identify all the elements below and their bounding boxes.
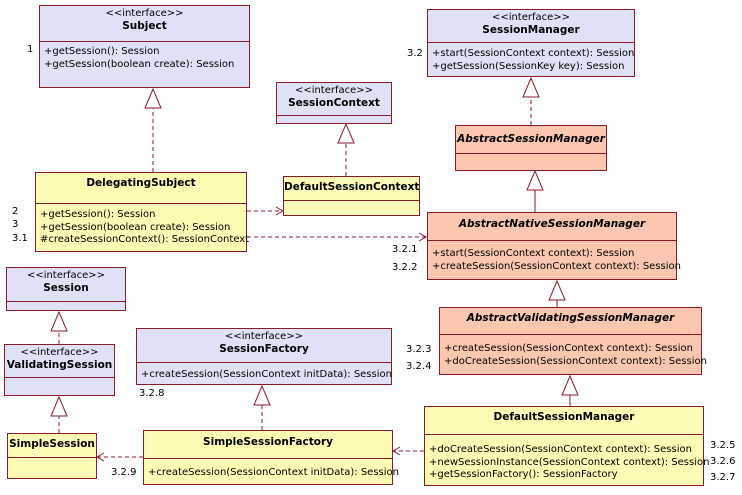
step-number: 2 bbox=[12, 206, 19, 217]
operation: +createSession(SessionContext context): … bbox=[444, 343, 693, 354]
step-number: 3.2.6 bbox=[710, 456, 736, 467]
operation: +getSession(): Session bbox=[40, 209, 156, 220]
arrowhead-abstractvalidatingsessionmanager bbox=[561, 374, 579, 396]
step-number: 3.2.5 bbox=[710, 440, 736, 451]
simplesessionfactory-header: SimpleSessionFactory bbox=[144, 431, 392, 459]
arrowhead-sessionmanager bbox=[522, 76, 540, 98]
class-name: SessionManager bbox=[482, 24, 580, 36]
dep-arrowhead-simplesessionfactory bbox=[391, 446, 401, 456]
operation: +getSession(boolean create): Session bbox=[40, 221, 231, 233]
step-number: 3.2.2 bbox=[392, 262, 418, 273]
class-name: Subject bbox=[122, 20, 167, 32]
operation: +getSessionFactory(): SessionFactory bbox=[429, 469, 618, 480]
validatingsession-header: <<interface>> ValidatingSession bbox=[5, 345, 114, 378]
sessionfactory-header: <<interface>> SessionFactory bbox=[137, 329, 391, 363]
operation: +doCreateSession(SessionContext context)… bbox=[444, 355, 707, 367]
class-name: AbstractValidatingSessionManager bbox=[466, 312, 675, 324]
class-name: DelegatingSubject bbox=[86, 177, 196, 189]
abstractnativesessionmanager-header: AbstractNativeSessionManager bbox=[428, 213, 676, 241]
arrowhead-subject bbox=[144, 87, 162, 109]
class-name: DefaultSessionManager bbox=[493, 411, 635, 423]
stereotype-label: <<interface>> bbox=[20, 347, 99, 358]
operation: +createSession(SessionContext initData):… bbox=[148, 467, 399, 478]
operation: #createSessionContext(): SessionContext bbox=[40, 234, 250, 245]
step-number: 3.2.3 bbox=[406, 344, 432, 355]
defaultsessioncontext-header: DefaultSessionContext bbox=[284, 177, 419, 201]
step-number: 3 bbox=[12, 219, 19, 230]
operations-list: +createSession(SessionContext context): … bbox=[440, 341, 707, 370]
session-header: <<interface>> Session bbox=[7, 268, 125, 302]
operations-list: +getSession(): Session +getSession(boole… bbox=[36, 207, 250, 249]
operations-list: +doCreateSession(SessionContext context)… bbox=[425, 442, 710, 484]
stereotype-label: <<interface>> bbox=[224, 331, 304, 342]
arrowhead-abstractnativesessionmanager bbox=[548, 279, 566, 301]
class-name: AbstractSessionManager bbox=[457, 133, 605, 145]
arrowhead-sessionfactory bbox=[253, 384, 271, 406]
operation: +getSession(): Session bbox=[44, 46, 160, 57]
delegatingsubject-header: DelegatingSubject bbox=[36, 173, 246, 204]
subject-header: <<interface>> Subject bbox=[40, 6, 249, 42]
operations-list: +createSession(SessionContext initData):… bbox=[137, 367, 392, 384]
class-name: ValidatingSession bbox=[6, 359, 113, 371]
operation: +newSessionInstance(SessionContext conte… bbox=[429, 456, 710, 468]
step-number: 3.2.8 bbox=[139, 388, 165, 399]
operation: +start(SessionContext context): Session bbox=[432, 248, 635, 259]
abstractsessionmanager-class-box[interactable]: AbstractSessionManager bbox=[455, 125, 607, 171]
defaultsessionmanager-header: DefaultSessionManager bbox=[425, 407, 703, 435]
sessionfactory-interface-box[interactable]: <<interface>> SessionFactory +createSess… bbox=[136, 328, 392, 385]
operations-list: +createSession(SessionContext initData):… bbox=[144, 465, 399, 482]
sessionmanager-header: <<interface>> SessionManager bbox=[428, 10, 634, 43]
defaultsessioncontext-class-box[interactable]: DefaultSessionContext bbox=[283, 176, 420, 216]
step-number: 3.2.4 bbox=[406, 361, 432, 372]
abstractvalidatingsessionmanager-header: AbstractValidatingSessionManager bbox=[440, 308, 701, 335]
stereotype-label: <<interface>> bbox=[294, 85, 374, 96]
class-name: SessionContext bbox=[288, 97, 380, 109]
arrowhead-sessioncontext bbox=[337, 122, 355, 144]
delegatingsubject-class-box[interactable]: DelegatingSubject +getSession(): Session… bbox=[35, 172, 250, 252]
operation: +start(SessionContext context): Session bbox=[432, 48, 635, 59]
stereotype-label: <<interface>> bbox=[105, 8, 184, 19]
stereotype-label: <<interface>> bbox=[26, 270, 106, 281]
subject-interface-box[interactable]: <<interface>> Subject +getSession(): Ses… bbox=[39, 5, 250, 88]
stereotype-label: <<interface>> bbox=[491, 12, 571, 23]
operation: +getSession(SessionKey key): Session bbox=[432, 60, 625, 72]
simplesession-header: SimpleSession bbox=[8, 434, 96, 458]
class-name: SessionFactory bbox=[219, 343, 309, 355]
session-interface-box[interactable]: <<interface>> Session bbox=[6, 267, 126, 311]
step-number: 3.2.1 bbox=[392, 244, 418, 255]
step-number: 3.2.9 bbox=[111, 467, 137, 478]
class-name: DefaultSessionContext bbox=[284, 181, 420, 193]
step-number: 1 bbox=[27, 44, 34, 55]
sessioncontext-interface-box[interactable]: <<interface>> SessionContext bbox=[276, 82, 392, 124]
dep-arrowhead-abstractnative bbox=[418, 232, 428, 242]
operation: +doCreateSession(SessionContext context)… bbox=[429, 444, 692, 455]
sessionmanager-interface-box[interactable]: <<interface>> SessionManager +start(Sess… bbox=[427, 9, 635, 77]
simplesession-class-box[interactable]: SimpleSession bbox=[7, 433, 97, 479]
abstractnativesessionmanager-class-box[interactable]: AbstractNativeSessionManager +start(Sess… bbox=[427, 212, 681, 280]
operations-list: +start(SessionContext context): Session … bbox=[428, 246, 681, 275]
arrowhead-abstractsessionmanager bbox=[526, 169, 544, 191]
abstractsessionmanager-header: AbstractSessionManager bbox=[456, 126, 606, 154]
defaultsessionmanager-class-box[interactable]: DefaultSessionManager +doCreateSession(S… bbox=[424, 406, 710, 486]
class-name: AbstractNativeSessionManager bbox=[458, 218, 646, 230]
step-number: 3.2 bbox=[407, 48, 423, 59]
operations-list: +getSession(): Session +getSession(boole… bbox=[40, 44, 249, 73]
simplesessionfactory-class-box[interactable]: SimpleSessionFactory +createSession(Sess… bbox=[143, 430, 399, 485]
operations-list: +start(SessionContext context): Session … bbox=[428, 46, 634, 75]
arrowhead-session bbox=[50, 310, 68, 332]
validatingsession-interface-box[interactable]: <<interface>> ValidatingSession bbox=[4, 344, 115, 396]
class-name: SimpleSession bbox=[9, 438, 95, 450]
dep-arrowhead-simplesession bbox=[95, 452, 105, 462]
abstractvalidatingsessionmanager-class-box[interactable]: AbstractValidatingSessionManager +create… bbox=[439, 307, 707, 375]
operation: +createSession(SessionContext initData):… bbox=[141, 369, 392, 380]
sessioncontext-header: <<interface>> SessionContext bbox=[277, 83, 391, 116]
operation: +createSession(SessionContext context): … bbox=[432, 260, 681, 272]
arrowhead-validatingsession bbox=[50, 395, 68, 417]
step-number: 3.1 bbox=[12, 233, 28, 244]
operation: +getSession(boolean create): Session bbox=[44, 58, 235, 70]
step-number: 3.2.7 bbox=[710, 472, 736, 483]
class-name: Session bbox=[43, 282, 89, 294]
class-name: SimpleSessionFactory bbox=[203, 436, 333, 448]
